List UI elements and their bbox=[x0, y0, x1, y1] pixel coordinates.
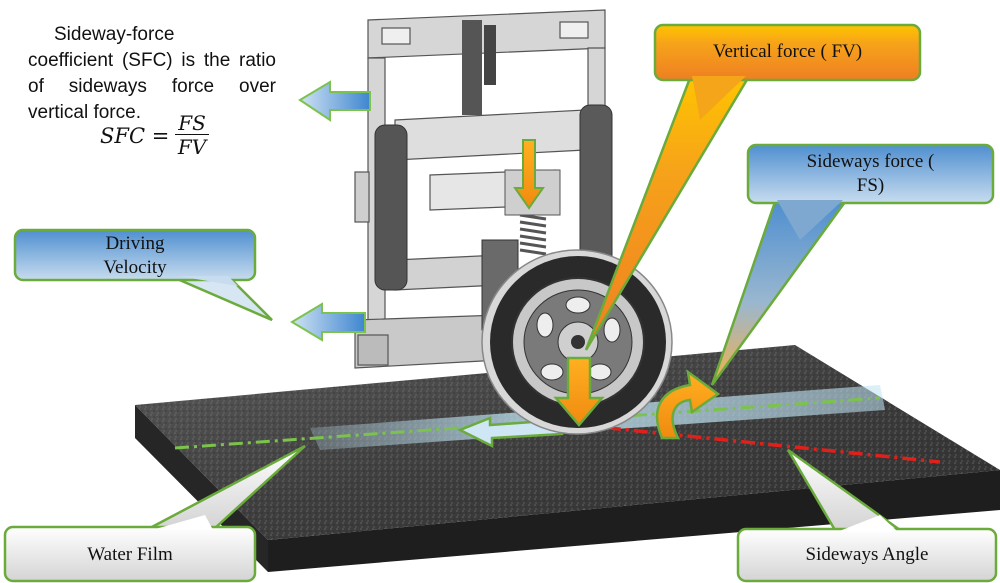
sideways-angle-label: Sideways Angle bbox=[805, 544, 929, 565]
description-line-1: Sideway-force bbox=[54, 24, 175, 45]
vertical-force-arrow bbox=[553, 356, 605, 427]
sfc-formula: SFC = FS FV bbox=[100, 112, 209, 159]
vertical-force-callout bbox=[584, 23, 922, 351]
load-arrow-small bbox=[513, 139, 545, 210]
sideways-force-label: Sideways force ( FS) bbox=[748, 150, 993, 198]
velocity-arrow-top bbox=[298, 80, 371, 122]
formula-numerator: FS bbox=[175, 112, 209, 135]
water-film-label: Water Film bbox=[87, 544, 173, 565]
water-film-callout bbox=[3, 444, 306, 583]
driving-velocity-label: Driving Velocity bbox=[15, 232, 255, 280]
vertical-force-label: Vertical force ( FV) bbox=[712, 41, 863, 62]
rig-dampers bbox=[374, 20, 613, 331]
driving-velocity-label-line2: Velocity bbox=[103, 257, 167, 278]
formula-lhs: SFC = bbox=[100, 123, 170, 148]
suspension-spring bbox=[519, 213, 547, 256]
velocity-arrow-bottom bbox=[290, 302, 366, 342]
sfc-description: Sideway-force coefficient (SFC) is the r… bbox=[28, 22, 276, 126]
formula-fraction: FS FV bbox=[175, 112, 209, 159]
driving-velocity-label-line1: Driving bbox=[105, 233, 165, 254]
sideways-force-callout bbox=[710, 143, 995, 386]
sideways-force-label-line1: Sideways force ( bbox=[806, 151, 935, 172]
sideways-angle-line bbox=[579, 423, 941, 464]
sideways-force-arrow bbox=[655, 369, 721, 440]
sideways-angle-callout bbox=[736, 448, 998, 583]
formula-denominator: FV bbox=[177, 135, 207, 159]
sideways-force-label-line2: FS) bbox=[856, 175, 885, 196]
description-rest: coefficient (SFC) is the ratio of sidewa… bbox=[28, 50, 276, 123]
driving-velocity-callout bbox=[13, 228, 273, 322]
